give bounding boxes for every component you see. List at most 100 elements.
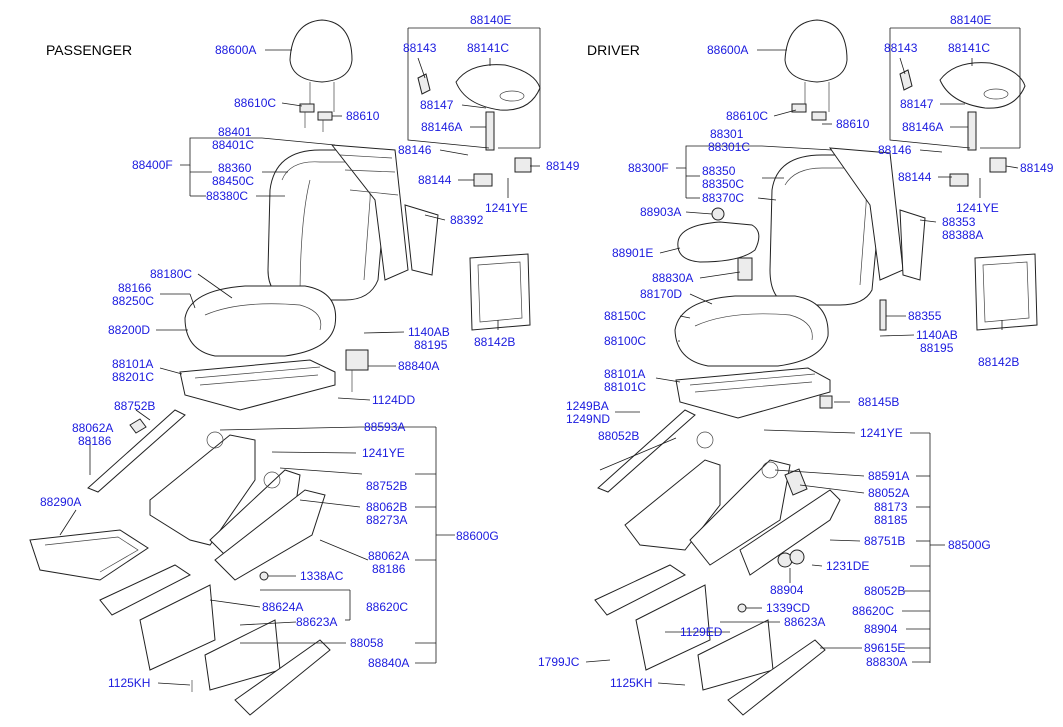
part-label: 88620C: [366, 600, 408, 614]
part-label: 88100C: [604, 334, 646, 348]
part-label: 88143: [884, 41, 918, 55]
part-label: 88150C: [604, 309, 646, 323]
part-label: 88149: [546, 159, 580, 173]
part-label: 88620C: [852, 604, 894, 618]
part-label: 88610: [346, 109, 380, 123]
passenger-title: PASSENGER: [46, 42, 132, 58]
part-label: 88830A: [866, 655, 907, 669]
part-label: 88610C: [726, 109, 768, 123]
part-label: 88101A: [604, 367, 645, 381]
part-label: 88752B: [366, 479, 407, 493]
part-label: 88624A: [262, 600, 303, 614]
part-label: 88380C: [206, 189, 248, 203]
part-label: 1129ED: [680, 625, 723, 639]
part-label: 88610C: [234, 96, 276, 110]
part-label: 88353: [942, 215, 976, 229]
part-label: 88355: [908, 309, 942, 323]
part-label: 88062A: [72, 421, 113, 435]
part-label: 88840A: [398, 359, 439, 373]
part-label: 88904: [864, 622, 898, 636]
part-label: 1249ND: [566, 412, 610, 426]
part-label: 1124DD: [372, 393, 415, 407]
part-label: 88185: [874, 513, 908, 527]
part-label: 1241YE: [362, 446, 405, 460]
part-label: 88062A: [368, 549, 409, 563]
part-label: 88146: [398, 143, 432, 157]
part-label: 88752B: [114, 399, 155, 413]
part-label: 88146: [878, 143, 912, 157]
part-label: 1338AC: [300, 569, 344, 583]
driver-part-labels: 88600A 88610C 88610 88301 88301C 88300F …: [538, 13, 1054, 690]
part-label: 1339CD: [766, 601, 810, 615]
part-label: 88058: [350, 636, 384, 650]
part-label: 88392: [450, 213, 484, 227]
part-label: 88195: [920, 341, 954, 355]
part-label: 88600A: [215, 43, 256, 57]
part-label: 88450C: [212, 174, 254, 188]
passenger-parts-drawing: [29, 19, 541, 716]
part-label: 1125KH: [108, 676, 150, 690]
part-label: 88300F: [628, 161, 669, 175]
part-label: 88201C: [112, 370, 154, 384]
part-label: 88146A: [421, 120, 462, 134]
part-label: 88600G: [456, 529, 499, 543]
part-label: 88180C: [150, 267, 192, 281]
part-label: 88401: [218, 125, 252, 139]
part-label: 88052A: [868, 486, 909, 500]
part-label: 88401C: [212, 138, 254, 152]
part-label: 88146A: [902, 120, 943, 134]
part-label: 88610: [836, 117, 870, 131]
part-label: 88141C: [467, 41, 509, 55]
part-label: 88350: [702, 164, 736, 178]
part-label: 88593A: [364, 420, 405, 434]
passenger-part-labels: 88600A 88610C 88610 88401 88401C 88400F …: [40, 13, 580, 690]
part-label: 88052B: [598, 429, 639, 443]
part-label: 88623A: [296, 615, 337, 629]
part-label: 1241YE: [956, 201, 999, 215]
part-label: 88186: [78, 434, 112, 448]
part-label: 88144: [898, 170, 932, 184]
part-label: 88250C: [112, 294, 154, 308]
leader-lines: [59, 27, 1021, 686]
part-label: 88052B: [864, 584, 905, 598]
part-label: 88101A: [112, 357, 153, 371]
part-label: 88623A: [784, 615, 825, 629]
part-label: 1249BA: [566, 399, 609, 413]
part-label: 88101C: [604, 380, 646, 394]
part-label: 88140E: [950, 13, 991, 27]
part-label: 88195: [414, 338, 448, 352]
part-label: 88273A: [366, 513, 407, 527]
driver-parts-drawing: [594, 19, 1038, 716]
part-label: 88290A: [40, 495, 81, 509]
part-label: 88147: [900, 97, 934, 111]
part-label: 88600A: [707, 43, 748, 57]
part-label: 88145B: [858, 395, 899, 409]
part-label: 88901E: [612, 246, 653, 260]
part-label: 89615E: [864, 641, 905, 655]
part-label: 88173: [874, 500, 908, 514]
part-label: 88200D: [108, 323, 150, 337]
part-label: 88903A: [640, 205, 681, 219]
part-label: 1799JC: [538, 655, 580, 669]
part-label: 88149: [1020, 161, 1054, 175]
part-label: 88751B: [864, 534, 905, 548]
part-label: 88350C: [702, 177, 744, 191]
part-label: 1140AB: [408, 325, 450, 339]
part-label: 88147: [420, 98, 454, 112]
part-label: 88500G: [948, 538, 991, 552]
part-label: 88840A: [368, 656, 409, 670]
part-label: 88388A: [942, 228, 983, 242]
part-label: 88170D: [640, 287, 682, 301]
part-label: 88301: [710, 127, 744, 141]
part-label: 88142B: [474, 335, 515, 349]
part-label: 1125KH: [610, 676, 652, 690]
part-label: 88370C: [702, 191, 744, 205]
part-label: 1231DE: [826, 559, 869, 573]
part-label: 1140AB: [916, 328, 958, 342]
part-label: 88144: [418, 173, 452, 187]
part-label: 88830A: [652, 271, 693, 285]
part-label: 88400F: [132, 158, 173, 172]
part-label: 88166: [118, 281, 152, 295]
part-label: 88591A: [868, 469, 909, 483]
